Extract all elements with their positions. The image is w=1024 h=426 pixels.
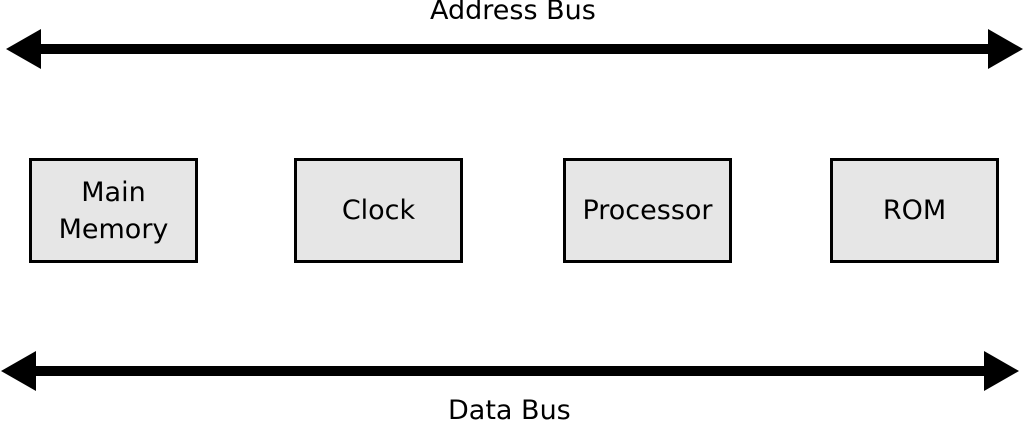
data-bus-label: Data Bus [448, 395, 571, 426]
data-bus-arrow [1, 351, 1019, 391]
processor-box: Processor [563, 158, 732, 263]
main-memory-label: Main Memory [58, 176, 169, 245]
address-bus-arrow [6, 29, 1023, 69]
processor-label: Processor [582, 195, 713, 226]
clock-box: Clock [294, 158, 463, 263]
main-memory-box: Main Memory [29, 158, 198, 263]
address-bus-label: Address Bus [430, 0, 596, 26]
rom-label: ROM [882, 195, 947, 226]
clock-label: Clock [341, 195, 416, 226]
rom-box: ROM [830, 158, 999, 263]
